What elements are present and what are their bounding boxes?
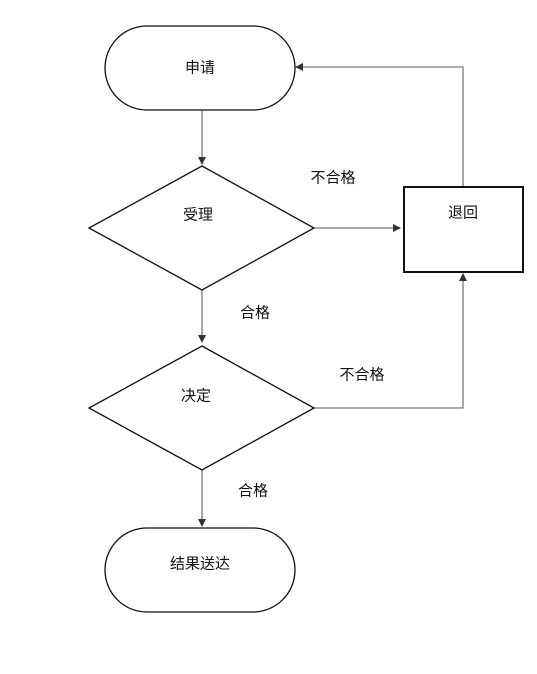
node-accept: 受理	[87, 165, 316, 291]
node-deliver: 结果送达	[104, 527, 296, 613]
edge-label-accept-fail: 不合格	[310, 169, 355, 187]
edge-label-accept-pass: 合格	[240, 304, 270, 322]
node-return-label: 退回	[448, 204, 478, 222]
node-apply: 申请	[104, 25, 296, 111]
edge-decide-to-return	[314, 273, 467, 409]
node-decide-label: 决定	[181, 387, 211, 405]
node-accept-label: 受理	[183, 206, 213, 224]
edge-label-decide-fail: 不合格	[339, 366, 384, 384]
edge-return-to-apply	[295, 63, 464, 186]
node-return: 退回	[403, 186, 524, 273]
node-deliver-label: 结果送达	[170, 555, 230, 573]
node-decide: 决定	[87, 345, 316, 471]
node-apply-label: 申请	[185, 59, 215, 77]
edge-label-decide-pass: 合格	[238, 482, 268, 500]
